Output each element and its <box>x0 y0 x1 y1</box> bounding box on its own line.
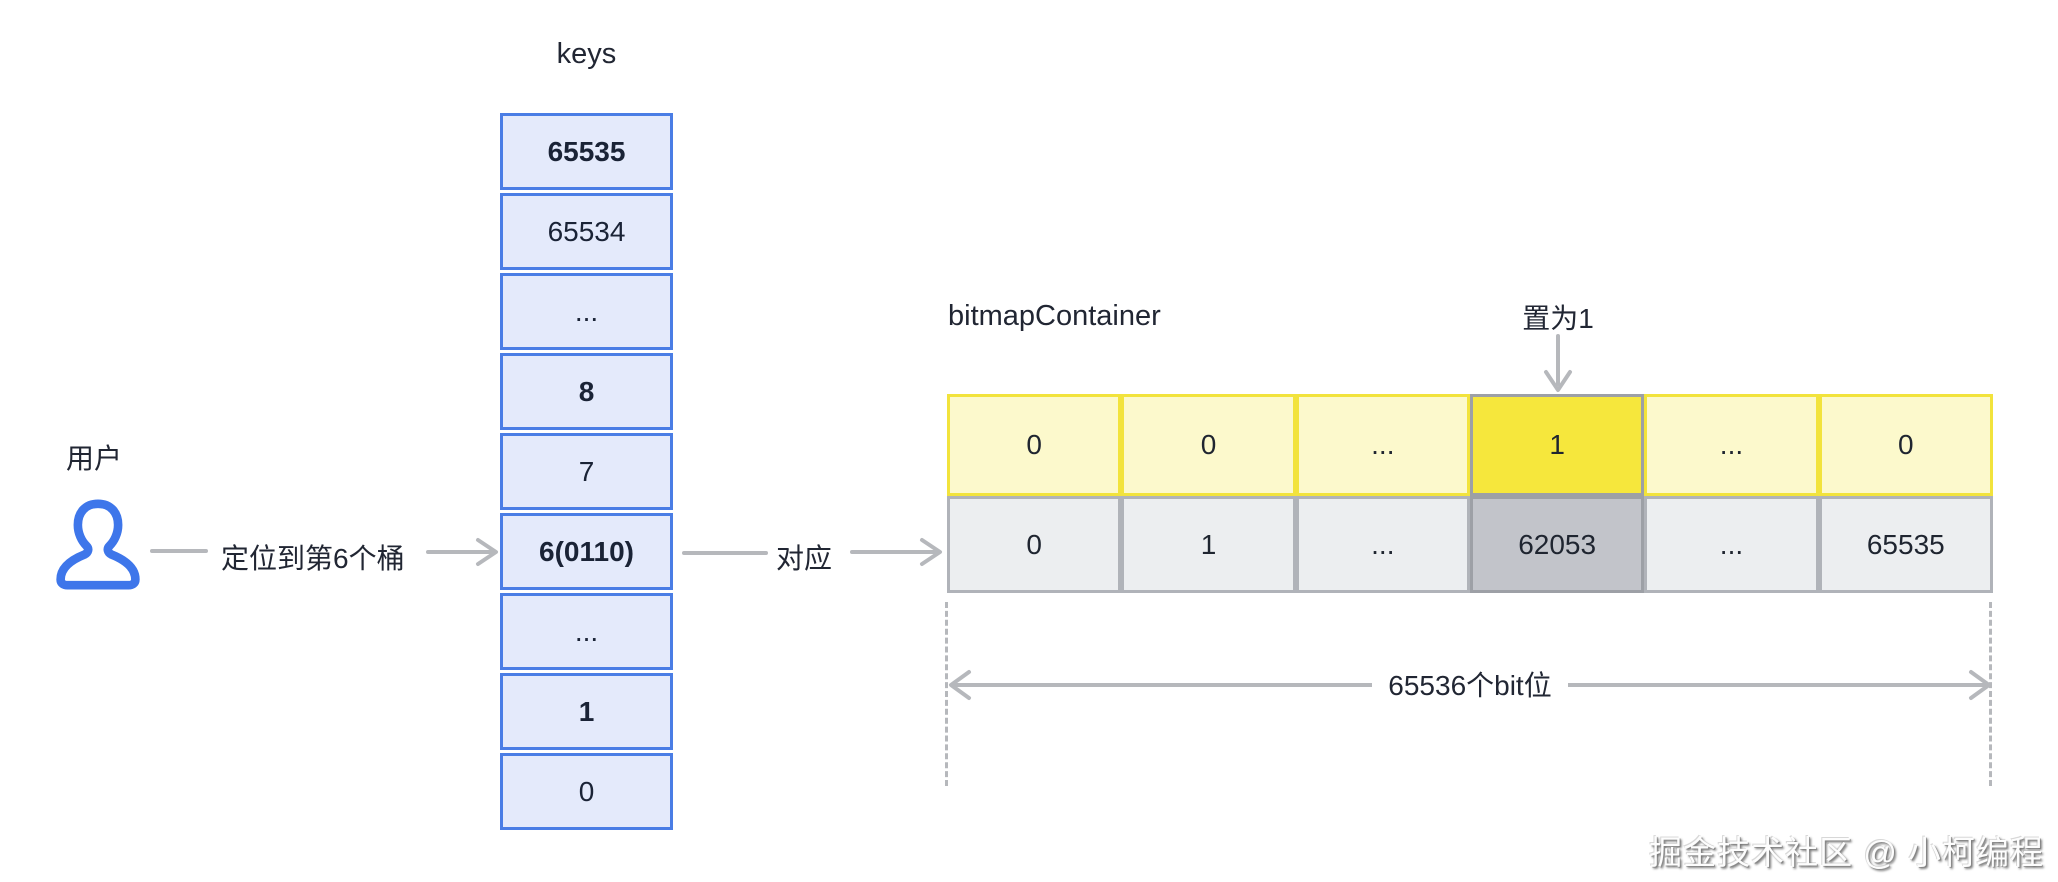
locate-bucket-label: 定位到第6个桶 <box>221 543 405 574</box>
key-cell: ... <box>500 593 673 670</box>
locate-arrow-icon <box>426 536 502 573</box>
span-left-dashed-line <box>945 602 948 786</box>
index-cell: ... <box>1295 496 1470 593</box>
bitmap-container-title: bitmapContainer <box>948 300 1161 332</box>
bits-total-label-wrap: 65536个bit位 <box>947 664 1993 704</box>
mapping-arrow-icon <box>850 536 946 573</box>
bit-cell: 0 <box>1121 394 1296 496</box>
index-cell-highlighted: 62053 <box>1469 496 1645 593</box>
key-cell: 65535 <box>500 113 673 190</box>
mapping-label: 对应 <box>776 543 833 574</box>
index-cell: ... <box>1644 496 1819 593</box>
key-cell: 0 <box>500 753 673 830</box>
keys-column: 65535 65534 ... 8 7 6(0110) ... 1 0 <box>500 113 673 830</box>
keys-title: keys <box>556 38 617 70</box>
index-cell: 65535 <box>1818 496 1993 593</box>
mapping-line <box>682 551 768 555</box>
user-icon <box>52 494 144 594</box>
bitmap-index-row: 0 1 ... 62053 ... 65535 <box>947 496 1993 593</box>
bit-cell: ... <box>1644 394 1819 496</box>
user-label: 用户 <box>66 443 123 474</box>
key-cell: 1 <box>500 673 673 750</box>
bitmap-bit-row: 0 0 ... 1 ... 0 <box>947 394 1993 496</box>
index-cell: 0 <box>947 496 1122 593</box>
bit-cell: ... <box>1295 394 1470 496</box>
bit-cell: 0 <box>947 394 1122 496</box>
bits-total-label: 65536个bit位 <box>1372 664 1568 704</box>
key-cell-bucket-6: 6(0110) <box>500 513 673 590</box>
key-cell: ... <box>500 273 673 350</box>
key-cell: 8 <box>500 353 673 430</box>
watermark-text: 掘金技术社区 @ 小柯编程 <box>1649 834 2044 871</box>
bit-cell: 0 <box>1818 394 1993 496</box>
set-to-1-arrow-icon <box>1542 334 1574 401</box>
span-right-dashed-line <box>1989 602 1992 786</box>
bitmap-container: 0 0 ... 1 ... 0 0 1 ... 62053 ... 65535 <box>947 394 1993 593</box>
user-connector-line <box>150 549 208 553</box>
bit-cell-highlighted: 1 <box>1469 394 1645 496</box>
key-cell: 65534 <box>500 193 673 270</box>
index-cell: 1 <box>1121 496 1296 593</box>
set-to-1-label: 置为1 <box>1522 303 1594 334</box>
key-cell: 7 <box>500 433 673 510</box>
